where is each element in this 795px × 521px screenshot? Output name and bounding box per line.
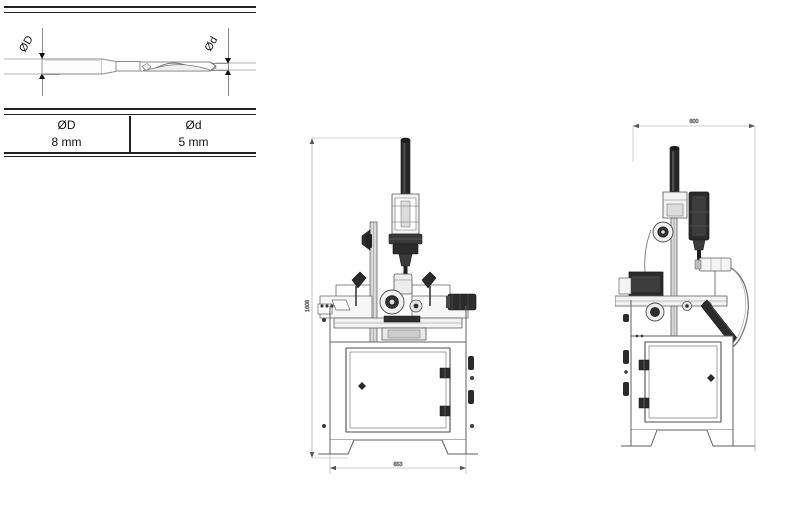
table-column-D: ØD 8 mm [4,116,129,152]
arrow-left-upper [39,53,45,59]
divider-table-bottom [4,152,256,154]
column-value-D: 8 mm [51,135,82,149]
divider-table-hair [4,114,256,115]
leader-left-lower [42,74,60,75]
machine-side-elevation: 800 [615,100,790,480]
bit-geometry [4,58,256,75]
divider-under-top [4,12,256,13]
drill-bit-illustration: ØD Ød [4,16,256,106]
side-width-dimension-text: 800 [690,119,699,125]
column-header-D: ØD [57,118,76,132]
leader-right-upper [210,63,228,64]
machine-front-elevation: 1606 [300,110,500,490]
tool-spec-table: ØD 8 mm Ød 5 mm [4,116,256,152]
arrow-right-lower [225,69,231,75]
divider-top [4,6,256,8]
front-height-dimension-text: 1606 [305,300,311,312]
column-value-d: 5 mm [178,135,209,149]
tool-spec-block: ØD Ød [4,4,256,157]
front-width-dimension-text: 653 [394,462,403,468]
arrow-right-upper [225,58,231,64]
leader-right-lower [210,70,228,71]
divider-sheet-bottom [4,156,256,157]
column-header-d: Ød [185,118,202,132]
arrow-left-lower [39,73,45,79]
divider-table-top [4,108,256,110]
table-column-d: Ød 5 mm [129,116,256,152]
